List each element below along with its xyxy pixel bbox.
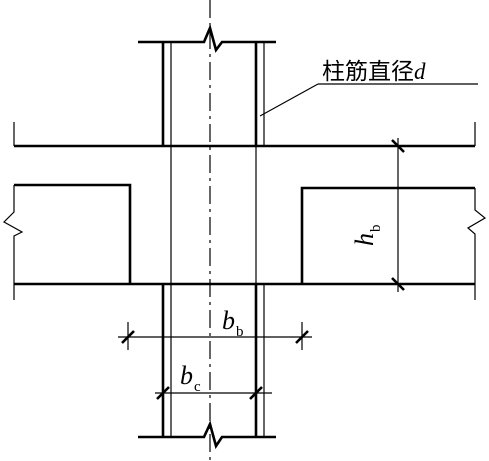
hb-tick-bottom (391, 277, 405, 291)
lower-column (138, 284, 276, 450)
upper-column-break-line (138, 24, 276, 53)
rebar-diameter-var: d (414, 59, 426, 84)
left-beam-break-line (3, 185, 24, 300)
bc-tick-right (249, 386, 263, 400)
bb-tick-left (121, 330, 135, 344)
bb-tick-right (295, 330, 309, 344)
bb-label-var: b (222, 306, 235, 335)
upper-column (138, 24, 276, 146)
right-beam (300, 186, 487, 300)
bc-label: bc (180, 361, 201, 395)
bb-dimension (118, 322, 312, 350)
bc-tick-left (156, 386, 170, 400)
hb-label: hb (350, 225, 384, 247)
rebar-diameter-text: 柱筋直径 (322, 59, 414, 85)
bc-label-var: b (180, 361, 193, 390)
bb-label: bb (222, 306, 244, 340)
right-beam-outline (300, 186, 475, 284)
left-beam-outline (14, 183, 132, 284)
rebar-diameter-label: 柱筋直径d (322, 60, 426, 84)
rebar-leader-line (259, 83, 319, 117)
lower-column-break-line (138, 420, 276, 450)
hb-label-var: h (350, 233, 379, 246)
hb-tick-top (391, 139, 405, 153)
bc-label-sub: c (194, 379, 201, 395)
hb-label-sub: b (368, 224, 384, 233)
hb-dimension (391, 138, 405, 292)
bb-label-sub: b (236, 324, 244, 340)
left-beam (3, 183, 132, 300)
bc-dimension (155, 386, 272, 400)
right-beam-break-line (466, 188, 487, 300)
